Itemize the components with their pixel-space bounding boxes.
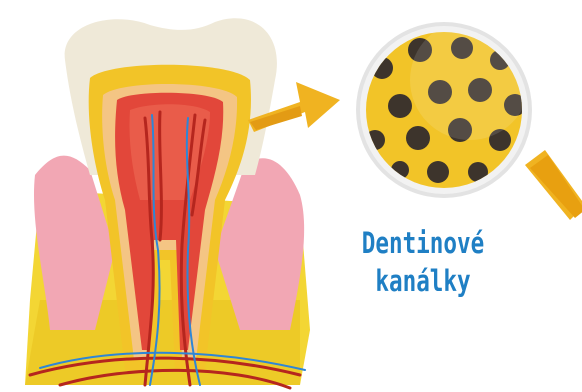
caption-line-1: Dentinové (361, 224, 486, 262)
caption-line-2: kanálky (361, 262, 486, 300)
caption-dentinal-tubules: Dentinové kanálky (361, 224, 486, 300)
magnifier-icon (356, 20, 582, 220)
